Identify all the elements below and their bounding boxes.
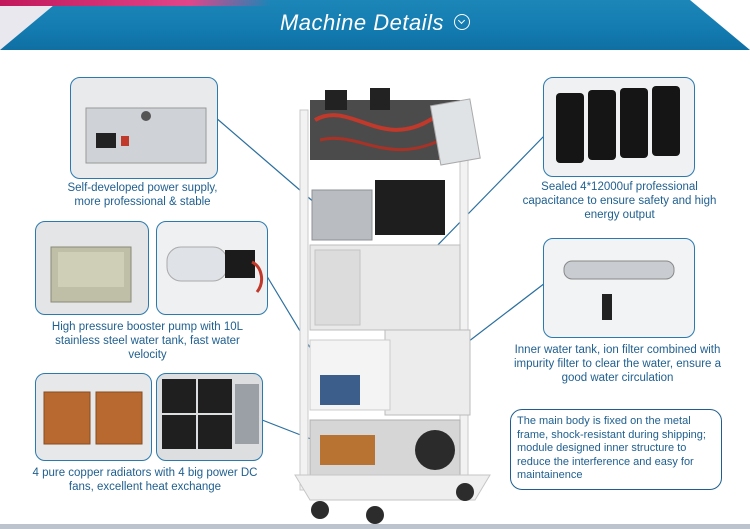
copper-radiators-image xyxy=(43,391,143,445)
caption-water-tank: Inner water tank, ion filter combined wi… xyxy=(513,344,722,384)
header-banner xyxy=(0,0,750,50)
caption-power-supply: Self-developed power supply, more profes… xyxy=(67,182,218,208)
photo-power-supply xyxy=(70,77,218,179)
machine-image xyxy=(294,88,491,524)
caption-capacitance: Sealed 4*12000uf professional capacitanc… xyxy=(522,181,717,221)
photo-booster-pump xyxy=(156,221,268,315)
bottom-divider xyxy=(0,524,750,529)
photo-capacitance xyxy=(543,77,695,177)
capacitance-image xyxy=(556,86,680,163)
water-filter-image xyxy=(563,260,675,320)
photo-water-filter xyxy=(543,238,695,338)
photo-copper-radiators xyxy=(35,373,152,461)
page-title: Machine Details xyxy=(0,10,750,36)
page-title-text: Machine Details xyxy=(279,10,444,35)
dc-fans-image xyxy=(162,379,259,449)
caption-radiators: 4 pure copper radiators with 4 big power… xyxy=(32,467,258,493)
banner-right-wedge xyxy=(690,0,750,50)
tank-box-image xyxy=(50,246,132,303)
main-body-note: The main body is fixed on the metal fram… xyxy=(510,409,722,490)
banner-pink-stripe xyxy=(0,0,270,6)
banner-band xyxy=(0,0,750,50)
banner-left-wedge xyxy=(0,0,60,50)
photo-water-tank-box xyxy=(35,221,149,315)
photo-dc-fans xyxy=(156,373,263,461)
booster-pump-image xyxy=(166,246,264,293)
power-supply-image xyxy=(85,107,207,164)
caption-pump: High pressure booster pump with 10L stai… xyxy=(51,321,244,361)
chevron-down-icon[interactable] xyxy=(454,14,470,31)
